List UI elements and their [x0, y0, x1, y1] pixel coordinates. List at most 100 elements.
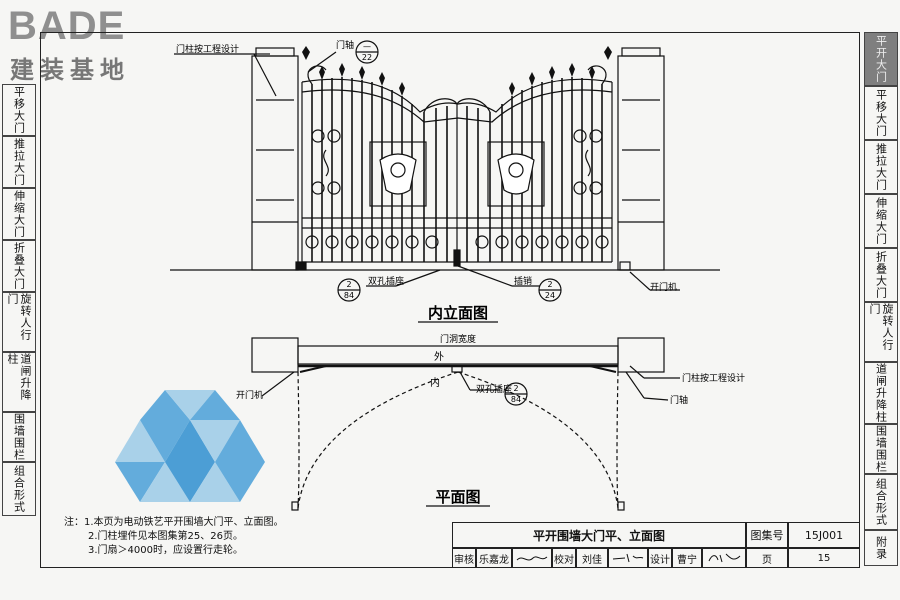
bolt: [453, 249, 461, 267]
tab-label: 道闸升降柱: [874, 363, 888, 423]
page-label-cell: 页: [746, 548, 788, 568]
check-name: 刘佳: [582, 554, 602, 566]
tab-label: 推拉大门: [12, 138, 26, 186]
tab-push-pull-gate-left[interactable]: 推拉大门: [2, 136, 36, 188]
tab-combination-left[interactable]: 组合形式: [2, 462, 36, 516]
label-socket: 双孔插座: [368, 275, 404, 287]
plan-label-opener: 开门机: [236, 389, 263, 401]
tab-sliding-gate[interactable]: 平移大门: [864, 86, 898, 140]
tab-label: 推拉大门: [874, 143, 888, 191]
tab-wall-fence[interactable]: 围墙围栏: [864, 424, 898, 474]
review-name-cell: 乐嘉龙: [476, 548, 512, 568]
spear-tips: [302, 46, 612, 96]
tab-label: 组合形式: [874, 478, 888, 526]
brand-logo-latin: BADE: [8, 4, 126, 48]
plan-label-axis: 门轴: [670, 394, 688, 406]
ref-axis-top: —: [363, 42, 371, 51]
tab-label: 平开大门: [874, 35, 888, 83]
tab-label: 围墙围栏: [874, 425, 888, 473]
ref-socket-bottom: 84: [344, 291, 354, 300]
right-pillar: [617, 47, 665, 271]
elevation-view: [170, 40, 720, 302]
tab-swing-gate[interactable]: 平开大门: [864, 32, 898, 86]
side-strip-left: 平移大门 推拉大门 伸缩大门 折叠大门 旋转人行门 道闸升降柱 围墙围栏 组合形…: [2, 84, 36, 516]
plan-ref-socket-bottom: 84: [511, 395, 521, 404]
tab-barrier-bollard-left[interactable]: 道闸升降柱: [2, 352, 36, 412]
design-label-cell: 设计: [648, 548, 672, 568]
review-label: 审核: [454, 554, 474, 566]
label-inside: 内: [430, 376, 440, 389]
design-signature: [708, 553, 741, 563]
label-bolt: 插销: [514, 275, 532, 287]
tab-folding-gate[interactable]: 折叠大门: [864, 248, 898, 302]
tab-revolving-door-left[interactable]: 旋转人行门: [2, 292, 36, 352]
crest-panel-left: [369, 141, 427, 207]
ref-bolt-bottom: 24: [545, 291, 555, 300]
check-name-cell: 刘佳: [576, 548, 608, 568]
check-label-cell: 校对: [552, 548, 576, 568]
tab-revolving-door[interactable]: 旋转人行门: [864, 302, 898, 362]
atlas-number: 15J001: [804, 528, 844, 542]
plan-opening: [297, 345, 619, 365]
side-tab-column: 平开大门 平移大门 推拉大门 伸缩大门 折叠大门 旋转人行门 道闸升降柱 围墙围…: [864, 32, 898, 566]
side-scrolls: [311, 129, 603, 195]
tab-folding-gate-left[interactable]: 折叠大门: [2, 240, 36, 292]
tab-appendix[interactable]: 附录: [864, 530, 898, 566]
tab-label: 组合形式: [12, 465, 26, 513]
plan-label-socket: 双孔插座: [476, 383, 512, 395]
ref-axis-bottom: 22: [362, 53, 372, 62]
elevation-caption: 内立面图: [428, 304, 488, 322]
label-outside: 外: [434, 351, 444, 363]
tab-label: 附录: [874, 536, 888, 560]
page-number: 15: [817, 552, 831, 564]
label-opening-width: 门洞宽度: [440, 333, 476, 345]
tab-retractable-gate-left[interactable]: 伸缩大门: [2, 188, 36, 240]
page-label: 页: [762, 554, 772, 566]
plan-pillar-left: [251, 337, 299, 373]
note-line: 3.门扇＞4000时，应设置行走轮。: [88, 545, 243, 556]
title-cell: 平开围墙大门平、立面图: [452, 522, 746, 548]
label-opener: 开门机: [650, 281, 677, 293]
opener-box-left: [295, 261, 307, 271]
atlas-label-cell: 图集号: [746, 522, 788, 548]
bottom-ornament-row: [305, 235, 609, 249]
tab-label: 伸缩大门: [874, 197, 888, 245]
review-signature: [516, 556, 548, 561]
check-label: 校对: [554, 554, 574, 566]
watermark-triangles: [115, 390, 265, 502]
label-axis: 门轴: [336, 39, 354, 51]
check-signature-cell: [608, 548, 648, 568]
left-pillar: [251, 47, 299, 271]
notes-block: 注：1.本页为电动铁艺平开围墙大门平、立面图。 2.门柱埋件见本图集第25、26…: [64, 516, 284, 558]
tab-push-pull-gate[interactable]: 推拉大门: [864, 140, 898, 194]
tab-retractable-gate[interactable]: 伸缩大门: [864, 194, 898, 248]
tab-label: 旋转人行门: [6, 293, 32, 341]
drawing-frame: [40, 32, 860, 568]
review-name: 乐嘉龙: [479, 554, 509, 566]
review-label-cell: 审核: [452, 548, 476, 568]
design-name-cell: 曹宁: [672, 548, 702, 568]
tab-wall-fence-left[interactable]: 围墙围栏: [2, 412, 36, 462]
crest-panel-right: [487, 141, 545, 207]
plan-view: [251, 337, 680, 511]
tab-label: 平移大门: [12, 86, 26, 134]
tab-combination[interactable]: 组合形式: [864, 474, 898, 530]
tab-label: 伸缩大门: [12, 190, 26, 238]
tab-barrier-bollard[interactable]: 道闸升降柱: [864, 362, 898, 424]
plan-ref-socket-top: 2: [513, 384, 518, 393]
plan-label-pillar: 门柱按工程设计: [682, 372, 745, 384]
review-signature-cell: [512, 548, 552, 568]
plan-pillar-right: [617, 337, 665, 373]
tab-label: 折叠大门: [12, 242, 26, 290]
plan-caption: 平面图: [435, 488, 480, 506]
drawing-title: 平开围墙大门平、立面图: [532, 528, 665, 543]
tab-label: 平移大门: [874, 89, 888, 137]
tab-sliding-gate-left[interactable]: 平移大门: [2, 84, 36, 136]
atlas-no-cell: 15J001: [788, 522, 860, 548]
gate-leaves: [301, 46, 613, 263]
design-name: 曹宁: [677, 554, 697, 566]
opener-box-right: [619, 261, 631, 271]
note-line: 注：1.本页为电动铁艺平开围墙大门平、立面图。: [64, 517, 284, 528]
check-signature: [612, 553, 644, 563]
design-label: 设计: [650, 554, 670, 566]
